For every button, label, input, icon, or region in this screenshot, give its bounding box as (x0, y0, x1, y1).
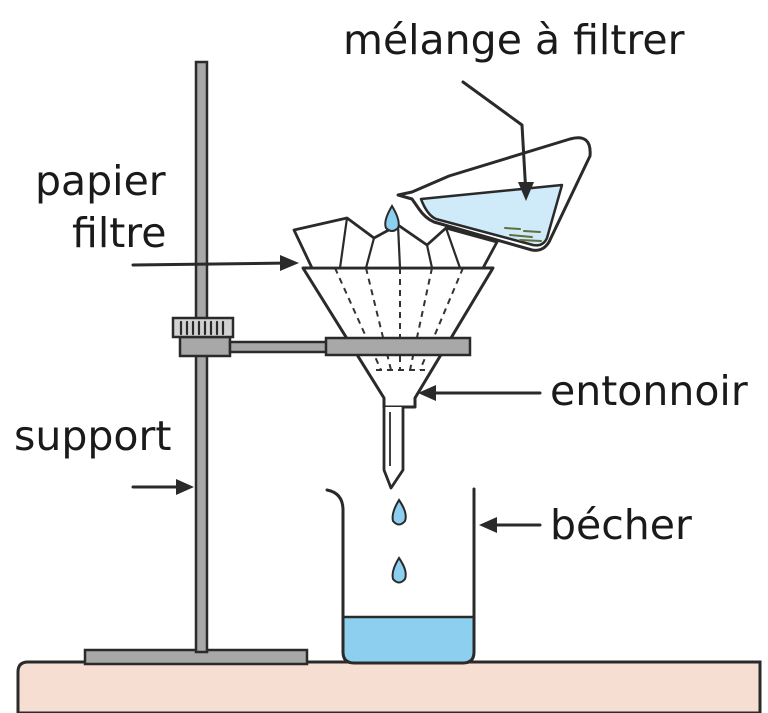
beaker-liquid (343, 617, 474, 663)
drop-middle (391, 498, 407, 526)
label-funnel: entonnoir (550, 367, 748, 415)
label-mixture: mélange à filtrer (343, 16, 685, 64)
lab-stand (83, 60, 309, 666)
clamp (171, 316, 330, 358)
funnel (301, 266, 495, 490)
clamp-arm (228, 340, 330, 354)
arrows (131, 80, 542, 533)
clamp-boss (178, 335, 232, 358)
pouring-beaker (396, 136, 592, 252)
label-filter-paper-line1: papier (35, 157, 166, 205)
collecting-beaker (325, 487, 476, 665)
label-stand: support (14, 412, 171, 460)
label-beaker: bécher (550, 501, 692, 549)
label-filter-paper-line2: filtre (72, 209, 166, 257)
drop-lower (391, 556, 407, 584)
table (16, 660, 762, 713)
filter-paper (292, 216, 499, 270)
support-ring (324, 336, 472, 357)
drop-top (384, 204, 400, 232)
